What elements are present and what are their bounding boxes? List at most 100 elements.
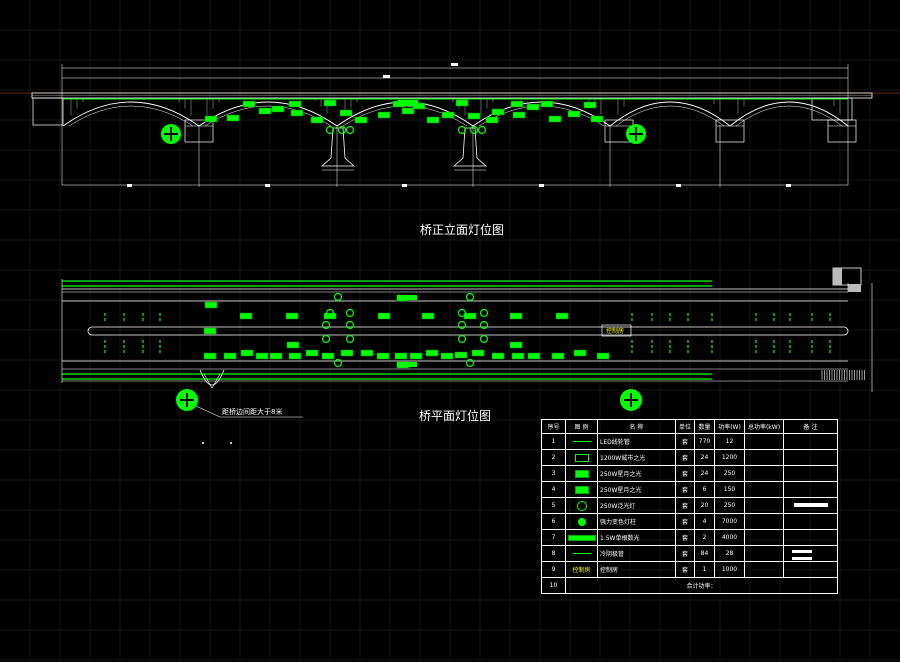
bridge-plan: 控制房	[61, 267, 873, 444]
light-column-icon	[176, 389, 198, 411]
legend-unit: 套	[675, 433, 695, 450]
legend-qty: 1	[694, 561, 715, 578]
legend-total	[744, 497, 784, 514]
legend-symbol: 控制房	[565, 561, 598, 578]
legend-name: 冷阴极管	[597, 545, 676, 562]
legend-power: 12	[714, 433, 745, 450]
legend-symbol-icon	[574, 485, 589, 494]
legend-remark	[783, 545, 838, 562]
legend-total	[744, 433, 784, 450]
legend-header-cell: 数量	[694, 419, 715, 434]
legend-no: 3	[541, 465, 566, 482]
legend-total-label: 合计功率：	[565, 577, 838, 594]
legend-symbol-icon	[572, 553, 591, 554]
light-column-icon	[626, 124, 646, 144]
legend-symbol	[565, 497, 598, 514]
remark-bar	[793, 503, 828, 507]
legend-power: 1200	[714, 449, 745, 466]
legend-remark	[783, 529, 838, 546]
legend-name: 250W星月之光	[597, 465, 676, 482]
legend-symbol	[565, 465, 598, 482]
elevation-light-fixtures	[63, 98, 848, 135]
legend-qty: 24	[694, 449, 715, 466]
median-strip	[87, 326, 849, 336]
legend-no: 6	[541, 513, 566, 530]
legend-symbol	[565, 449, 598, 466]
legend-symbol	[565, 513, 598, 530]
legend-total	[744, 529, 784, 546]
legend-symbol-icon	[572, 441, 591, 442]
legend-name: 强力变色灯柱	[597, 513, 676, 530]
legend-header-cell: 序号	[541, 419, 566, 434]
legend-no: 7	[541, 529, 566, 546]
legend-total	[744, 465, 784, 482]
legend-symbol-icon	[576, 500, 587, 511]
control-room-box	[601, 324, 632, 337]
legend-power: 150	[714, 481, 745, 498]
legend-no: 4	[541, 481, 566, 498]
legend-no: 2	[541, 449, 566, 466]
legend-power: 28	[714, 545, 745, 562]
legend-unit: 套	[675, 545, 695, 562]
legend-symbol	[565, 545, 598, 562]
legend-total	[744, 449, 784, 466]
legend-name: LED线轮管	[597, 433, 676, 450]
legend-symbol	[565, 433, 598, 450]
legend-header-cell: 名 称	[597, 419, 676, 434]
legend-qty: 24	[694, 465, 715, 482]
legend-symbol-icon	[574, 469, 589, 478]
control-room-label: 控制房	[606, 327, 624, 335]
legend-power: 250	[714, 497, 745, 514]
legend-unit: 套	[675, 481, 695, 498]
legend-unit: 套	[675, 449, 695, 466]
legend-power: 7000	[714, 513, 745, 530]
legend-name: 1200W城市之光	[597, 449, 676, 466]
legend-total	[744, 513, 784, 530]
legend-name: 250W星月之光	[597, 481, 676, 498]
legend-symbol	[565, 529, 598, 546]
legend-symbol-icon	[568, 534, 596, 541]
legend-power: 4000	[714, 529, 745, 546]
remark-bar	[792, 556, 812, 560]
legend-remark	[783, 481, 838, 498]
plan-light-fixtures	[104, 292, 831, 369]
bridge-piers	[184, 119, 857, 171]
legend-header-cell: 备 注	[783, 419, 838, 434]
light-column-icon	[161, 124, 181, 144]
legend-qty: 20	[694, 497, 715, 514]
legend-header-cell: 功率(W)	[714, 419, 745, 434]
legend-header-row: 序号图 例名 称单位数量功率(W)总功率(kW)备 注	[541, 419, 838, 434]
legend-no: 9	[541, 561, 566, 578]
plan-title: 桥平面灯位图	[419, 408, 491, 423]
legend-remark	[783, 513, 838, 530]
legend-header-cell: 单位	[675, 419, 695, 434]
legend-no: 8	[541, 545, 566, 562]
legend-unit: 套	[675, 529, 695, 546]
legend-power: 1000	[714, 561, 745, 578]
legend-qty: 770	[694, 433, 715, 450]
legend-unit: 套	[675, 513, 695, 530]
legend-remark	[783, 433, 838, 450]
legend-total	[744, 561, 784, 578]
light-column-icon	[620, 389, 642, 411]
legend-name: 250W泛光灯	[597, 497, 676, 514]
legend-qty: 84	[694, 545, 715, 562]
bridge-arches	[62, 98, 849, 127]
legend-remark	[783, 465, 838, 482]
legend-qty: 2	[694, 529, 715, 546]
legend-header-cell: 图 例	[565, 419, 598, 434]
legend-qty: 4	[694, 513, 715, 530]
stair-hatch	[821, 370, 865, 380]
legend-header-cell: 总功率(kW)	[744, 419, 784, 434]
legend-unit: 套	[675, 497, 695, 514]
